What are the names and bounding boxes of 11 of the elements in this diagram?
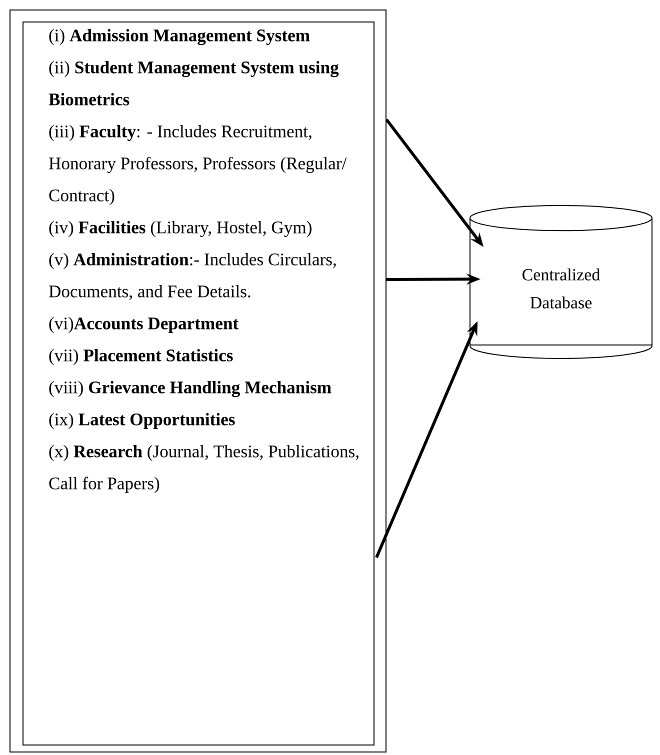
list-item: (i) Admission Management System [49, 29, 310, 46]
database-cylinder: Centralized Database [470, 204, 652, 359]
list-item: (vi)Accounts Department [49, 317, 239, 333]
list-item: (viii) Grievance Handling Mechanism [49, 381, 332, 398]
list-item: (vii) Placement Statistics [49, 349, 233, 365]
list-item: (iv) Facilities (Library, Hostel, Gym) [49, 221, 312, 237]
list-item: (iii) Faculty: - Includes Recruitment, Honorary Professors, Professors (Regular/ Contract) [49, 125, 347, 205]
list-item: (ii) Student Management System using Biometrics [48, 61, 339, 106]
list-item: (v) Administration:- Includes Circulars, Documents, and Fee Details. [49, 253, 336, 300]
list-item: (ix) Latest Opportunities [49, 413, 235, 429]
list-item: (x) Research (Journal, Thesis, Publications, Call for Papers) [49, 445, 358, 493]
